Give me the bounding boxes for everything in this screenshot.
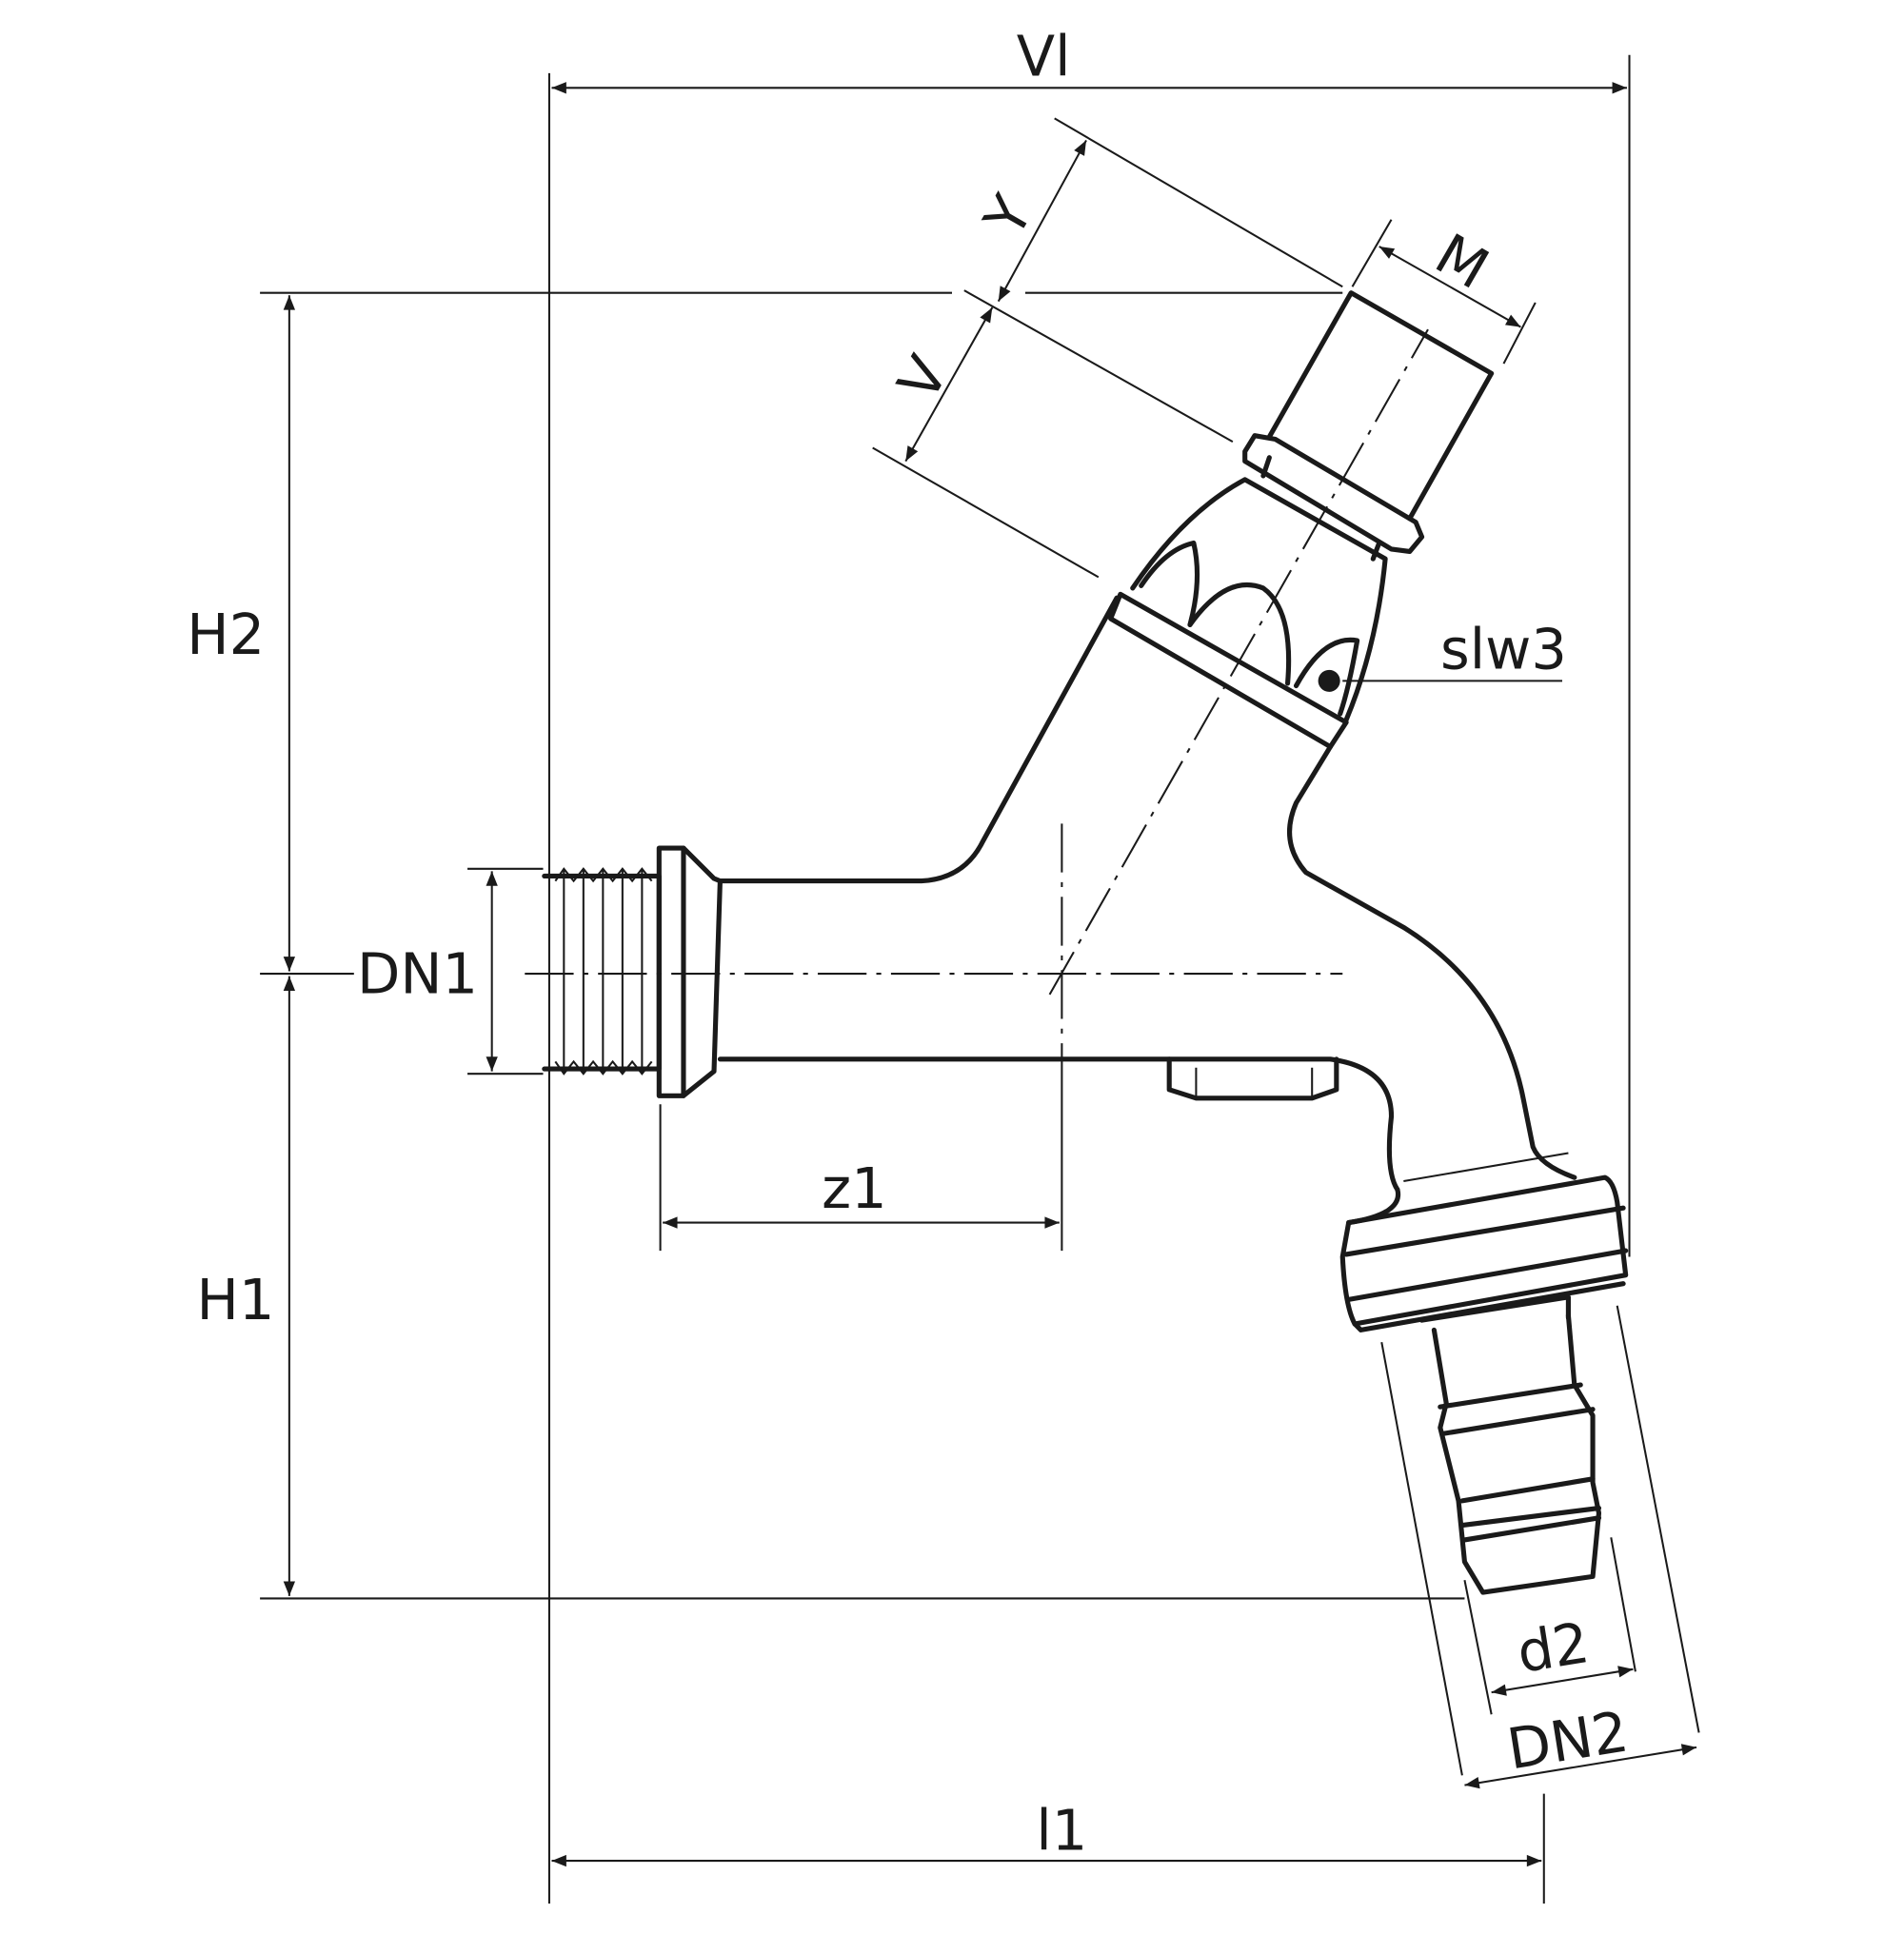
d2-dimension	[1491, 1666, 1634, 1696]
dn2-dimension	[1464, 1744, 1697, 1789]
dimension-labels: Vl Y V M H2 DN1 H1 slw3 z1 d2 DN2 l1	[187, 23, 1633, 1863]
label-d2: d2	[1513, 1609, 1594, 1686]
label-h1: H1	[197, 1267, 275, 1332]
label-vl: Vl	[1017, 23, 1071, 89]
m-dimension	[1378, 246, 1521, 328]
label-l1: l1	[1036, 1798, 1087, 1864]
label-z1: z1	[822, 1155, 886, 1221]
label-v: V	[884, 345, 961, 411]
label-dn1: DN1	[357, 941, 478, 1007]
label-m: M	[1425, 221, 1500, 302]
label-dn2: DN2	[1503, 1698, 1633, 1782]
label-y: Y	[971, 184, 1046, 247]
v-dimension	[904, 306, 994, 463]
y-dimension	[997, 139, 1087, 303]
label-slw3: slw3	[1440, 617, 1567, 682]
tap-body	[542, 290, 1629, 1595]
label-h2: H2	[187, 602, 265, 667]
